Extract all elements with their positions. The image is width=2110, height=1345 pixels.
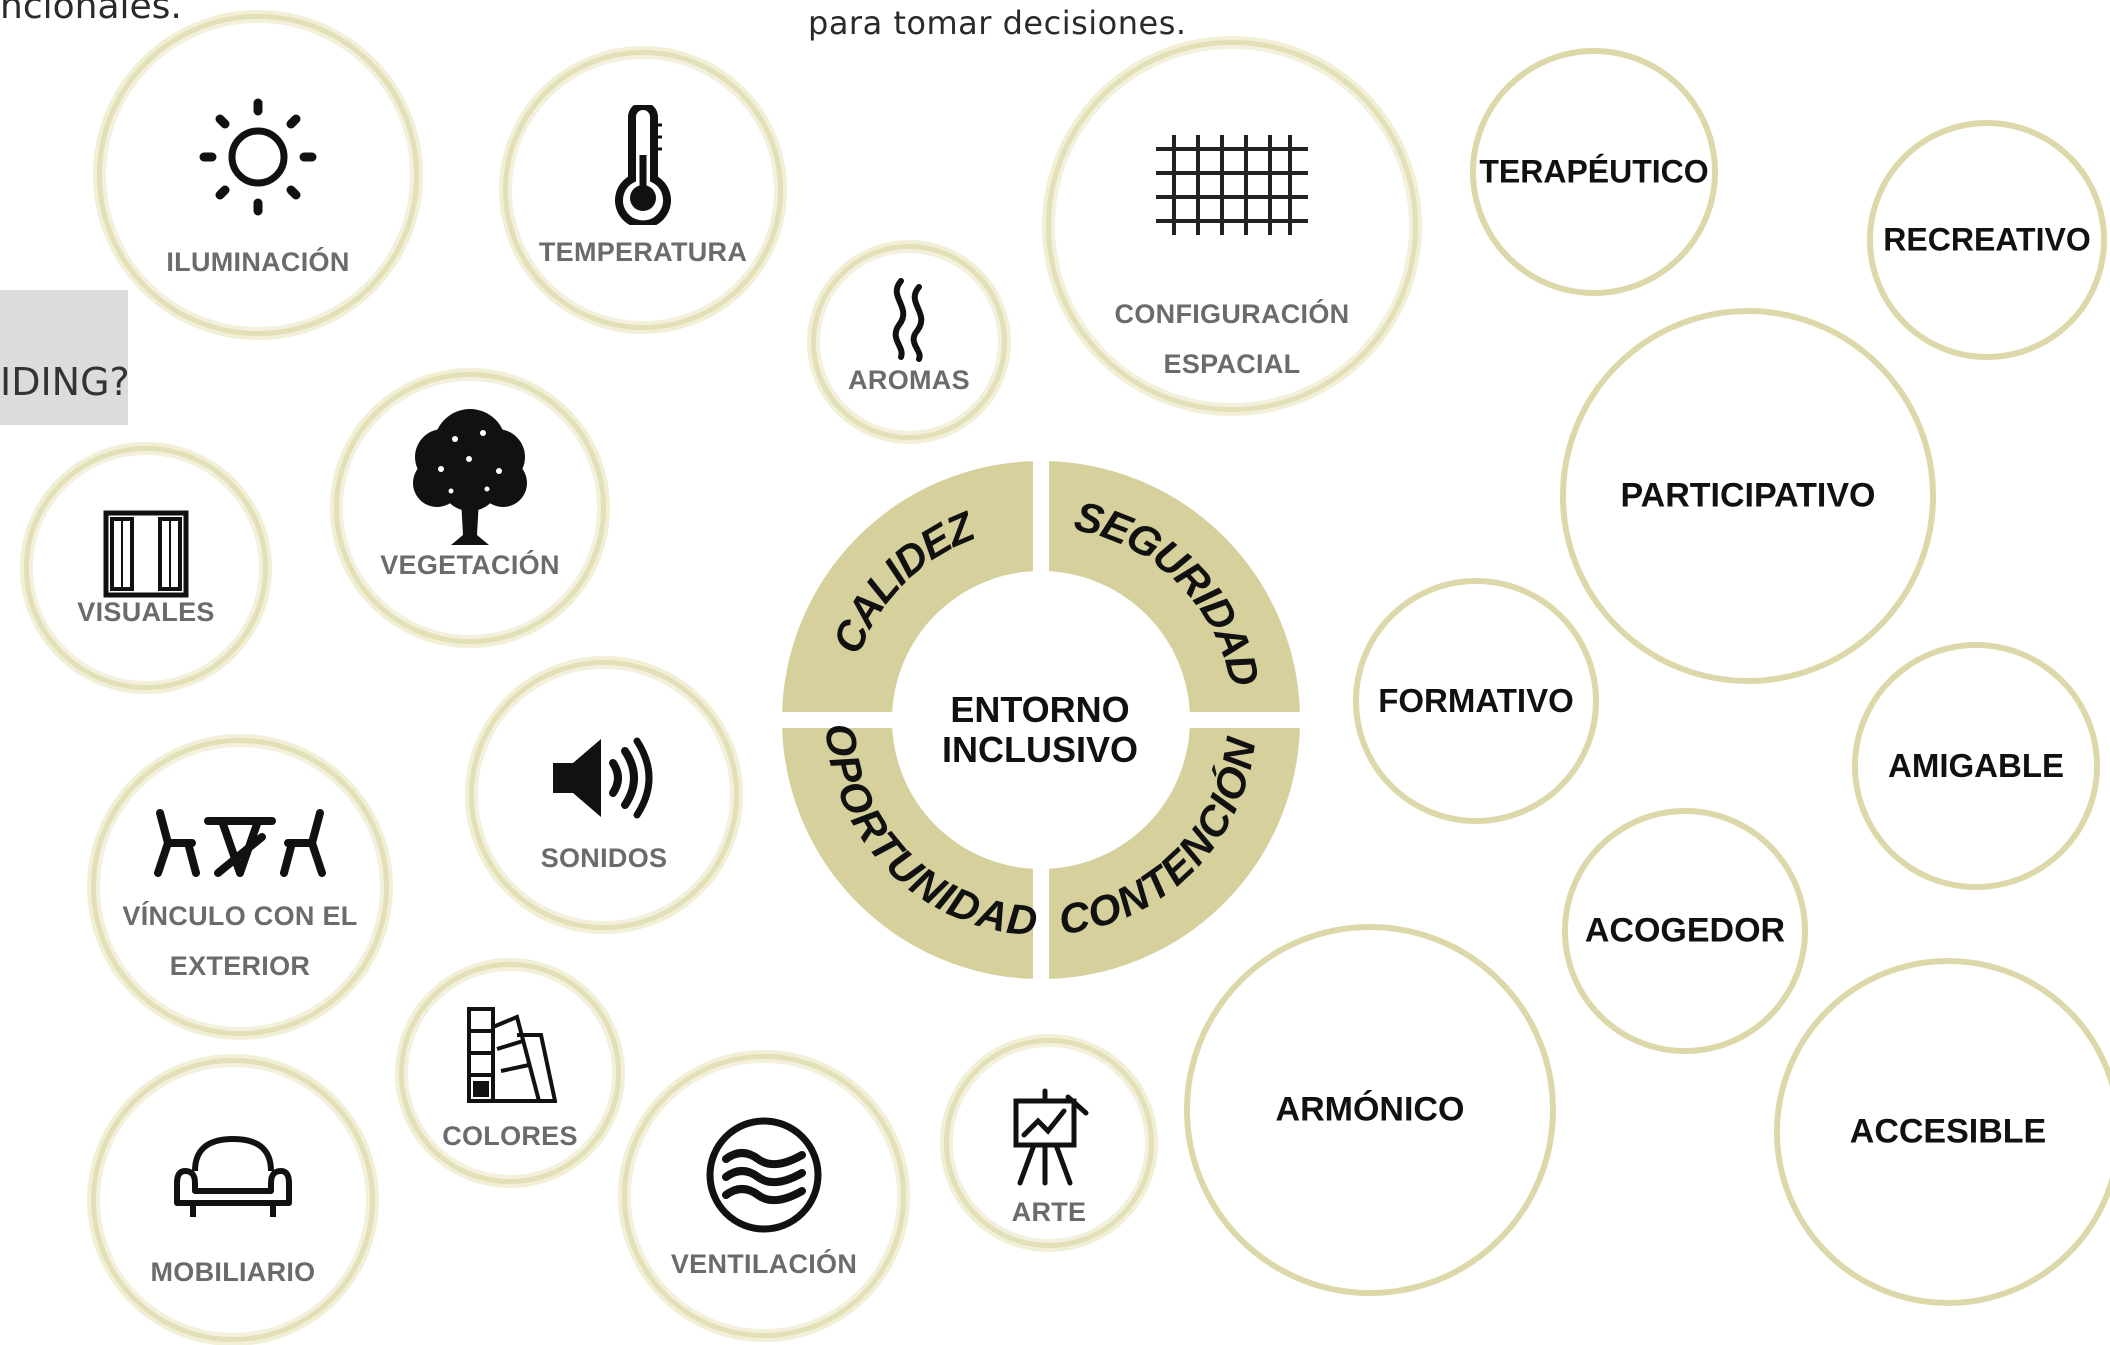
quality-terapeutico: TERAPÉUTICO [1470,48,1718,296]
cropped-heading-fragment: ncionales. [0,0,182,27]
factor-mobiliario: MOBILIARIO [91,1058,375,1342]
factor-configuracion-espacial: CONFIGURACIÓN ESPACIAL [1046,40,1418,412]
quality-label: ACOGEDOR [1584,911,1786,950]
factor-label: VÍNCULO CON EL [122,901,358,931]
quality-label: ACCESIBLE [1849,1112,2047,1151]
quality-label: PARTICIPATIVO [1620,476,1876,515]
window-icon [103,510,189,598]
factor-label: ESPACIAL [1163,349,1301,379]
thermometer-icon [615,105,671,225]
wind-waves-icon [706,1117,822,1233]
quality-formativo: FORMATIVO [1353,578,1599,824]
center-title-line1: ENTORNO [950,689,1130,730]
grey-side-panel [0,290,128,425]
factor-vinculo-exterior: VÍNCULO CON EL EXTERIOR [91,738,389,1036]
factor-label: ARTE [1011,1197,1087,1227]
quality-recreativo: RECREATIVO [1867,120,2107,360]
factor-aromas: AROMAS [811,244,1007,440]
quality-acogedor: ACOGEDOR [1562,808,1808,1054]
quality-label: FORMATIVO [1378,682,1574,719]
factor-sonidos: SONIDOS [469,660,739,930]
factor-label: MOBILIARIO [150,1257,316,1287]
factor-label: ILUMINACIÓN [166,247,350,277]
factor-label: EXTERIOR [169,951,311,981]
factor-ventilacion: VENTILACIÓN [622,1054,906,1338]
color-swatch-icon [467,1007,557,1103]
tree-icon [413,409,527,545]
factor-label: CONFIGURACIÓN [1114,299,1350,329]
factor-label: VEGETACIÓN [380,550,560,580]
factor-temperatura: TEMPERATURA [503,50,783,330]
quality-armonico: ARMÓNICO [1184,924,1556,1296]
sun-icon [199,98,317,216]
quality-label: TERAPÉUTICO [1479,153,1709,190]
quality-label: AMIGABLE [1888,747,2064,784]
factor-iluminacion: ILUMINACIÓN [97,14,419,336]
factor-vegetacion: VEGETACIÓN [334,372,606,644]
factor-visuales: VISUALES [24,446,268,690]
easel-icon [1013,1088,1089,1186]
table-chairs-icon [154,809,326,877]
center-title: ENTORNO INCLUSIVO [920,690,1160,770]
factor-label: TEMPERATURA [538,237,748,267]
quality-accesible: ACCESIBLE [1774,958,2110,1306]
factor-label: SONIDOS [540,843,668,873]
factor-colores: COLORES [399,962,621,1184]
cropped-question-fragment: IDING? [0,360,130,404]
quality-label: RECREATIVO [1883,221,2091,258]
armchair-icon [174,1136,292,1217]
quality-participativo: PARTICIPATIVO [1560,308,1936,684]
speaker-icon [553,737,653,819]
factor-arte: ARTE [944,1038,1154,1248]
quality-label: ARMÓNICO [1275,1090,1465,1129]
quality-amigable: AMIGABLE [1852,642,2100,890]
center-title-line2: INCLUSIVO [941,729,1138,770]
factor-label: AROMAS [848,365,970,395]
central-quadrant-ring: CALIDEZ SEGURIDAD OPORTUNIDAD CONTENCIÓN [771,450,1311,990]
factor-label: VENTILACIÓN [670,1249,858,1279]
grid-icon [1156,135,1308,235]
cropped-caption-fragment: para tomar decisiones. [808,4,1187,42]
steam-icon [892,278,925,362]
factor-label: COLORES [442,1121,578,1151]
factor-label: VISUALES [77,597,215,627]
